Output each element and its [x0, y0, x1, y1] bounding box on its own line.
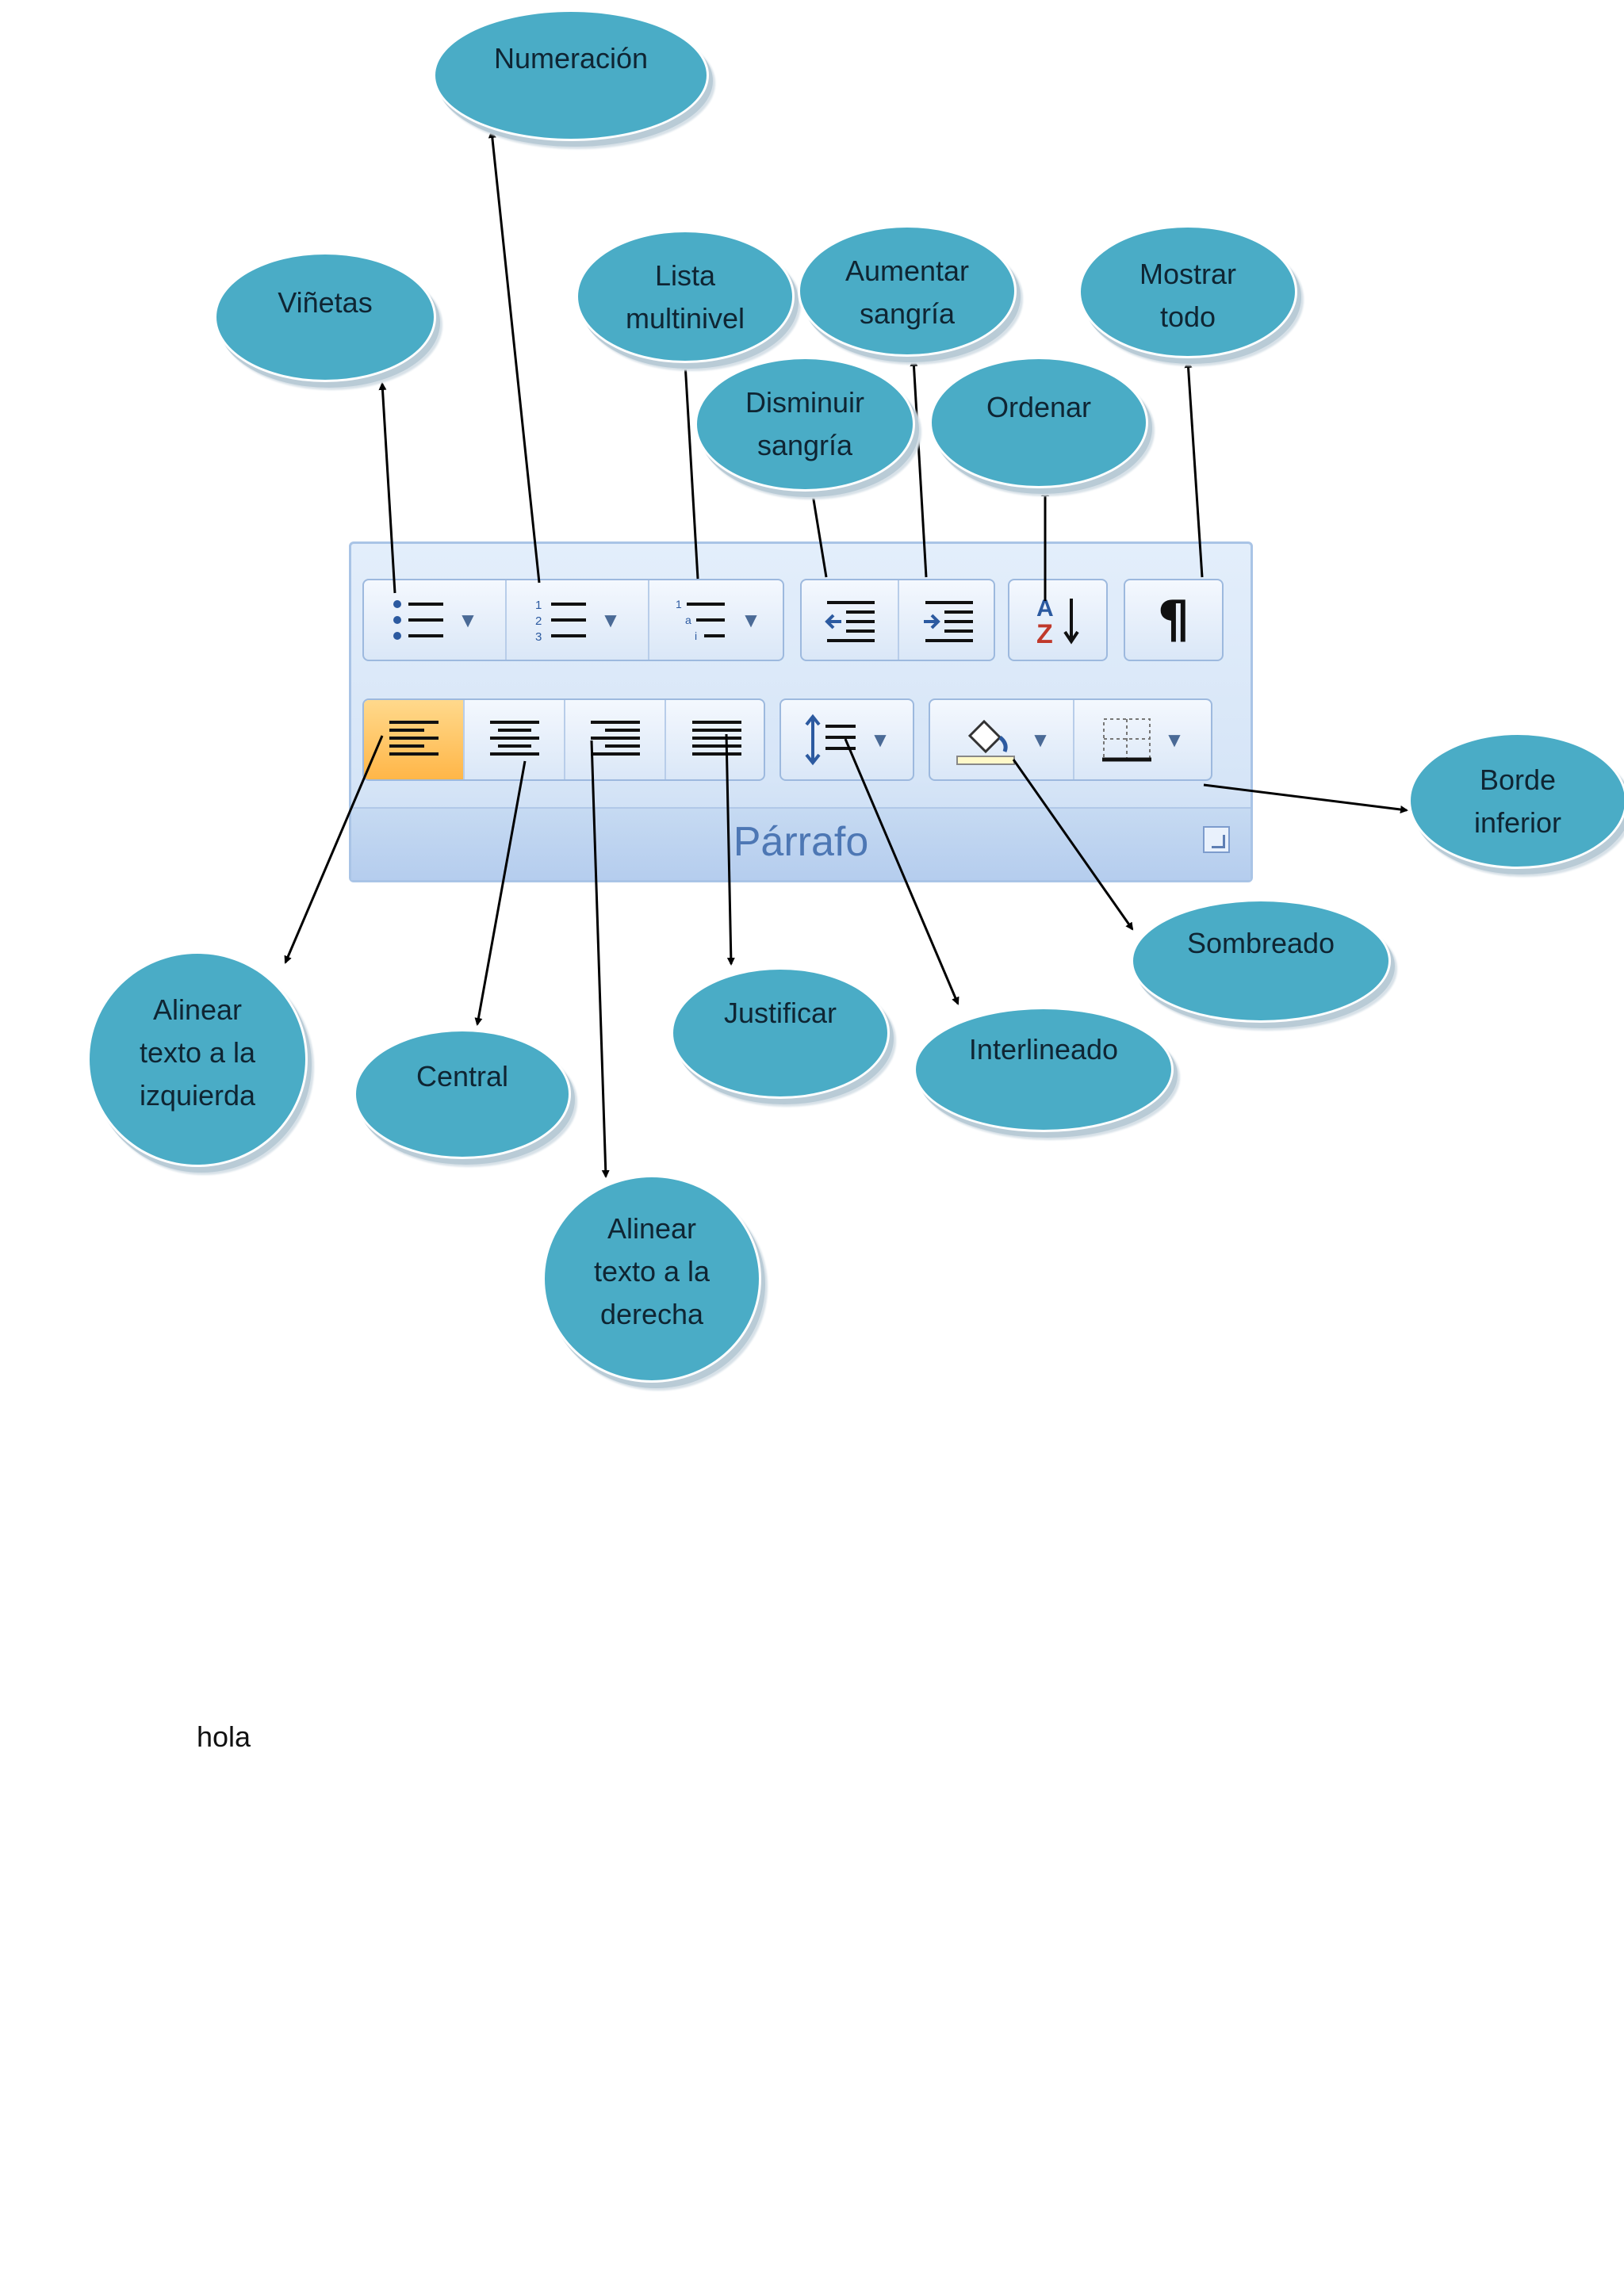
sort-z-glyph: Z: [1036, 619, 1053, 648]
numbering-icon: 1 2 3: [535, 599, 587, 644]
sort-buttons-group: A Z: [1008, 579, 1108, 661]
callout-vinetas: Viñetas: [214, 252, 436, 382]
list-buttons-group: ▼ 1 2 3 ▼ 1 a i: [362, 579, 784, 661]
svg-text:a: a: [685, 614, 691, 626]
chevron-down-icon[interactable]: ▼: [600, 607, 621, 632]
line-spacing-button[interactable]: ▼: [781, 700, 913, 779]
svg-text:3: 3: [535, 630, 542, 644]
numbering-button[interactable]: 1 2 3 ▼: [507, 580, 649, 660]
sort-az-icon: A Z: [1036, 595, 1079, 648]
dialog-launcher-icon[interactable]: [1203, 826, 1230, 853]
align-right-button[interactable]: [565, 700, 666, 779]
paint-bucket-icon: [956, 719, 1016, 765]
shading-borders-group: ▼ ▼: [929, 698, 1212, 781]
sort-a-glyph: A: [1036, 595, 1054, 622]
increase-indent-button[interactable]: [899, 580, 997, 660]
callout-borde-inferior: Borde inferior: [1408, 733, 1624, 869]
ribbon-group-footer: Párrafo: [351, 807, 1251, 880]
svg-text:i: i: [695, 629, 697, 642]
callout-numeracion: Numeración: [433, 10, 709, 141]
paragraph-ribbon-group: ▼ 1 2 3 ▼ 1 a i: [349, 541, 1253, 882]
document-body-text: hola: [197, 1720, 251, 1753]
svg-text:2: 2: [535, 614, 542, 628]
callout-label: Alinear texto a la derecha: [593, 1212, 710, 1330]
justify-button[interactable]: [666, 700, 767, 779]
callout-label: Disminuir sangría: [745, 386, 864, 461]
callout-label: Ordenar: [986, 391, 1092, 423]
decrease-indent-icon: [824, 601, 875, 642]
callout-label: Numeración: [493, 42, 649, 75]
indent-buttons-group: [800, 579, 995, 661]
shading-button[interactable]: ▼: [930, 700, 1074, 779]
chevron-down-icon[interactable]: ▼: [741, 607, 761, 632]
callout-label: Lista multinivel: [625, 259, 745, 335]
callout-label: Justificar: [723, 997, 837, 1029]
callout-alinear-izquierda: Alinear texto a la izquierda: [87, 951, 308, 1167]
callout-ordenar: Ordenar: [929, 357, 1148, 488]
callout-label: Sombreado: [1186, 927, 1335, 959]
multilevel-list-icon: 1 a i: [676, 598, 726, 642]
callout-mostrar-todo: Mostrar todo: [1078, 225, 1297, 358]
callout-justificar: Justificar: [671, 967, 890, 1099]
increase-indent-icon: [923, 601, 973, 642]
callout-label: Interlineado: [968, 1033, 1119, 1066]
show-all-button[interactable]: ¶: [1125, 580, 1222, 660]
bullets-button[interactable]: ▼: [364, 580, 507, 660]
callout-label: Aumentar sangría: [845, 254, 970, 330]
align-center-icon: [489, 721, 539, 756]
line-spacing-buttons-group: ▼: [779, 698, 914, 781]
arrow-numeracion: [488, 130, 541, 584]
bottom-border-button[interactable]: ▼: [1074, 700, 1211, 779]
callout-sombreado: Sombreado: [1131, 899, 1391, 1023]
svg-text:1: 1: [676, 598, 682, 610]
callout-label: Central: [416, 1060, 509, 1093]
callout-label: Mostrar todo: [1139, 258, 1236, 333]
callout-label: Borde inferior: [1473, 763, 1562, 839]
callout-label: Alinear texto a la izquierda: [139, 993, 256, 1112]
justify-icon: [691, 721, 741, 756]
chevron-down-icon[interactable]: ▼: [1164, 727, 1185, 752]
callout-lista-multinivel: Lista multinivel: [576, 230, 795, 363]
border-icon: [1102, 718, 1152, 762]
callout-interlineado: Interlineado: [914, 1007, 1174, 1132]
show-all-buttons-group: ¶: [1124, 579, 1224, 661]
callout-disminuir-sangria: Disminuir sangría: [695, 357, 915, 492]
bullets-icon: [393, 600, 444, 640]
line-spacing-icon: [805, 714, 856, 766]
center-button[interactable]: [465, 700, 565, 779]
chevron-down-icon[interactable]: ▼: [458, 607, 478, 632]
chevron-down-icon[interactable]: ▼: [1030, 727, 1051, 752]
alignment-buttons-group: [362, 698, 765, 781]
callout-label: Viñetas: [278, 286, 373, 319]
pilcrow-icon: ¶: [1157, 591, 1190, 649]
svg-text:1: 1: [535, 599, 542, 612]
ribbon-group-title: Párrafo: [733, 819, 869, 865]
chevron-down-icon[interactable]: ▼: [870, 727, 891, 752]
callout-aumentar-sangria: Aumentar sangría: [798, 225, 1017, 357]
decrease-indent-button[interactable]: [802, 580, 899, 660]
align-right-icon: [590, 721, 640, 756]
callout-central: Central: [354, 1029, 571, 1159]
sort-button[interactable]: A Z: [1009, 580, 1106, 660]
align-left-button[interactable]: [364, 700, 465, 779]
callout-alinear-derecha: Alinear texto a la derecha: [542, 1175, 761, 1383]
align-left-icon: [389, 721, 439, 756]
multilevel-list-button[interactable]: 1 a i ▼: [649, 580, 786, 660]
